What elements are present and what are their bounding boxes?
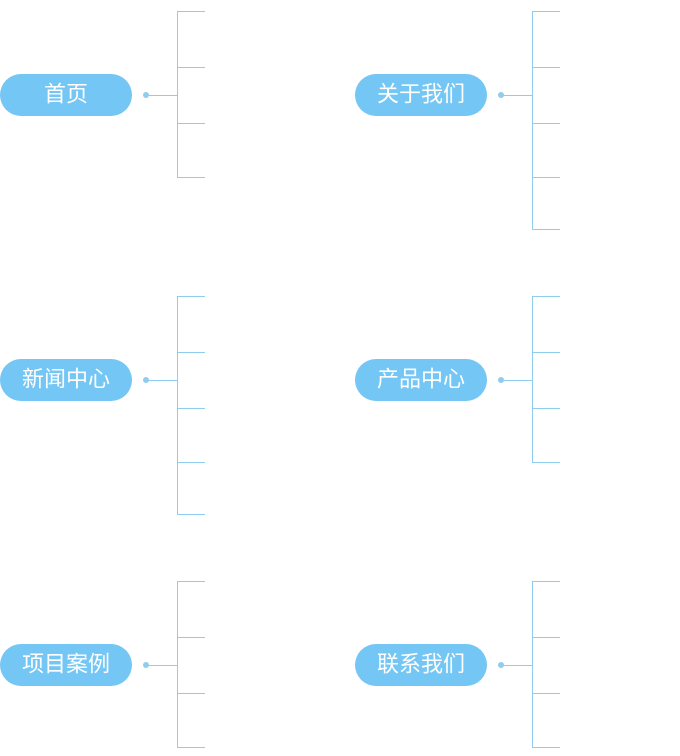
node-contact-pill[interactable]: [355, 644, 487, 686]
node-about-label: 关于我们: [377, 83, 465, 108]
node-home[interactable]: 首页: [0, 11, 205, 178]
node-news-label: 新闻中心: [22, 368, 110, 393]
node-contact-label: 联系我们: [377, 653, 465, 678]
node-projects-label: 项目案例: [22, 653, 110, 678]
node-news-pill[interactable]: [0, 359, 132, 401]
node-about[interactable]: 关于我们: [355, 11, 560, 230]
node-about-pill[interactable]: [355, 74, 487, 116]
node-projects-pill[interactable]: [0, 644, 132, 686]
node-products-label: 产品中心: [377, 368, 465, 393]
node-projects[interactable]: 项目案例: [0, 581, 205, 748]
node-contact[interactable]: 联系我们: [355, 581, 560, 748]
node-news[interactable]: 新闻中心: [0, 296, 205, 515]
node-products[interactable]: 产品中心: [355, 296, 560, 463]
node-home-label: 首页: [44, 83, 88, 108]
node-products-pill[interactable]: [355, 359, 487, 401]
node-home-pill[interactable]: [0, 74, 132, 116]
